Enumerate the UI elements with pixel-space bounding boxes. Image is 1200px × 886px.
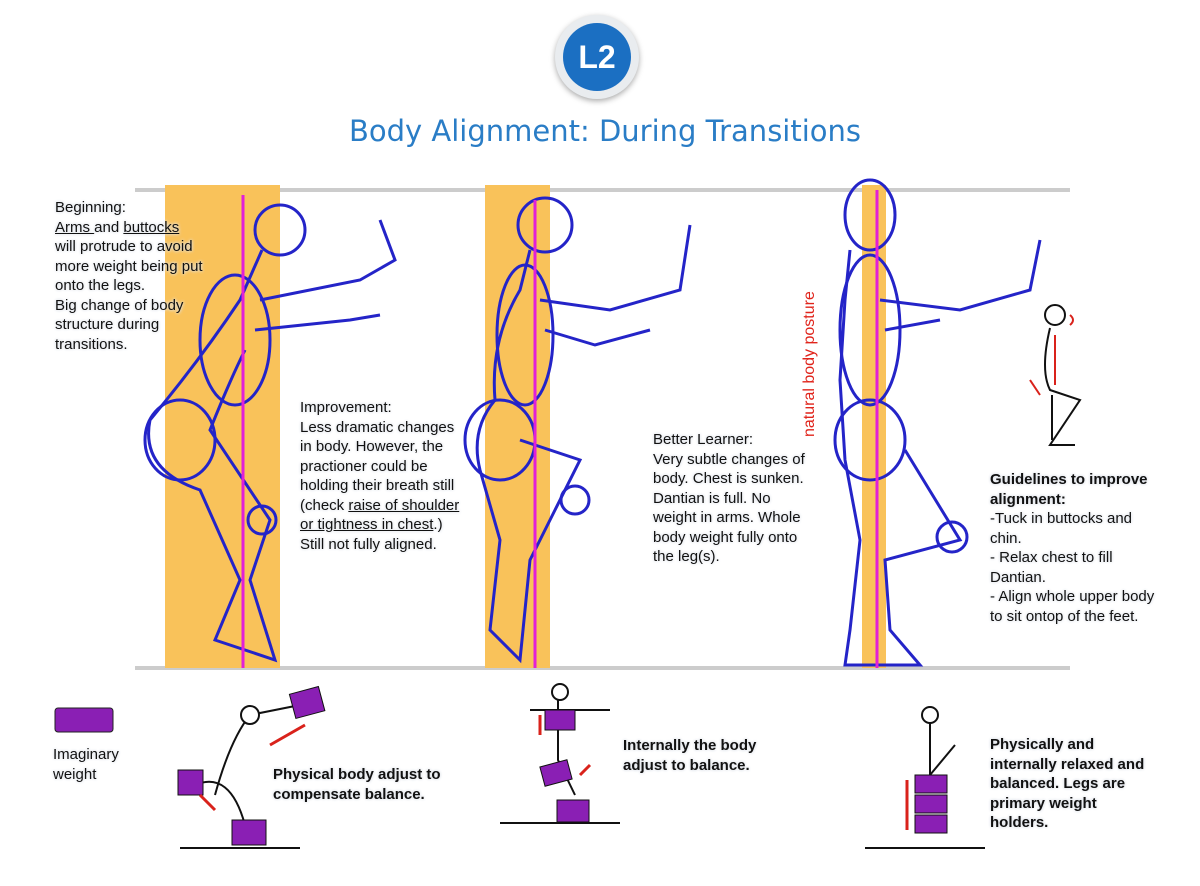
beginning-heading: Beginning: (55, 199, 126, 216)
guideline-item: -Tuck in buttocks and chin. (990, 510, 1133, 547)
beginning-body: will protrude to avoid more weight being… (55, 238, 203, 294)
improvement-heading: Improvement: (300, 399, 392, 416)
figure-improvement (463, 196, 692, 664)
guideline-item: - Align whole upper body to sit ontop of… (990, 588, 1155, 625)
bottom-figure-2 (500, 683, 620, 824)
guideline-figure (1029, 304, 1082, 446)
better-learner-heading: Better Learner: (653, 431, 754, 448)
beginning-note: Beginning: Arms and buttocks will protru… (55, 198, 205, 354)
guideline-item: - Relax chest to fill Dantian. (990, 549, 1113, 586)
caption-physical: Physical body adjust to compensate balan… (273, 766, 441, 803)
beginning-extra: Big change of body structure during tran… (55, 296, 184, 353)
imaginary-weight-icon (54, 707, 114, 733)
better-learner-note: Better Learner: Very subtle changes of b… (653, 430, 813, 567)
figure-beginning (143, 203, 397, 663)
figure-natural (833, 178, 1042, 667)
legend-label: Imaginary weight (53, 746, 119, 783)
improvement-body: Less dramatic changes in body. However, … (300, 418, 455, 514)
page-title: Body Alignment: During Transitions (348, 114, 862, 148)
caption-relaxed: Physically and internally relaxed and ba… (990, 736, 1145, 831)
natural-posture-label: natural body posture (801, 291, 818, 437)
alignment-band-3 (862, 185, 886, 668)
bottom-figure-3 (865, 706, 985, 849)
guidelines-heading: Guidelines to improve alignment: (990, 471, 1148, 508)
improvement-tail: .) (433, 516, 443, 533)
alignment-band-1 (165, 185, 280, 668)
underline-buttocks: buttocks (123, 218, 180, 236)
improvement-note: Improvement: Less dramatic changes in bo… (300, 398, 465, 554)
improvement-extra: Still not fully aligned. (300, 535, 437, 553)
badge-label: L2 (563, 23, 631, 91)
level-badge: L2 (555, 15, 639, 99)
caption-internal: Internally the body adjust to balance. (623, 737, 757, 774)
improvement-underlined: raise of shoulder or tightness in chest (300, 496, 460, 534)
better-learner-body: Very subtle changes of body. Chest is su… (653, 450, 805, 566)
guidelines-note: Guidelines to improve alignment: -Tuck i… (990, 470, 1155, 626)
beginning-mid: and (94, 218, 124, 236)
underline-arms: Arms (55, 218, 95, 236)
bottom-figure-1 (177, 685, 326, 849)
